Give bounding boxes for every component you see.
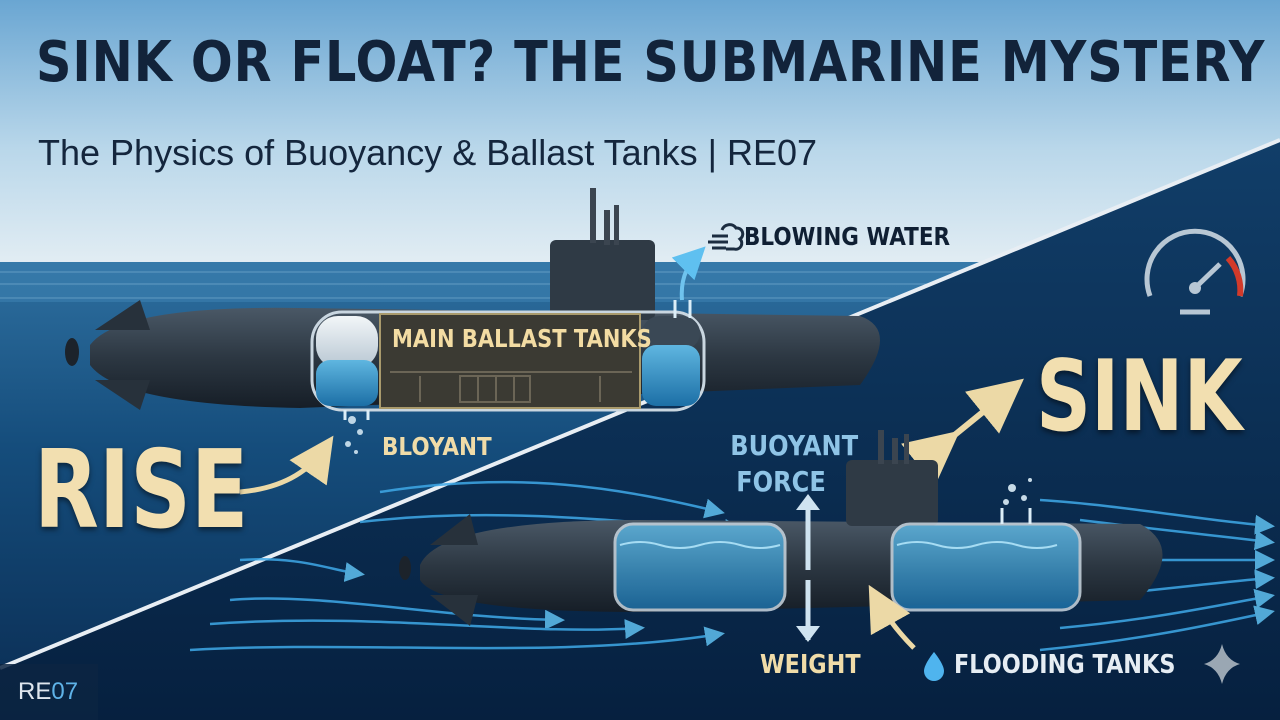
water-drop-icon: [924, 652, 944, 681]
sink-label: SINK: [1036, 340, 1243, 454]
episode-badge: RE07: [18, 678, 78, 706]
speedometer-icon: [1144, 228, 1246, 315]
blowing-water-label: BLOWING WATER: [744, 222, 951, 251]
weight-label: WEIGHT: [760, 650, 861, 680]
buoyant-force-label: BUOYANT FORCE: [730, 428, 859, 500]
bloyant-label: BLOYANT: [382, 432, 492, 461]
surfacing-submarine: [65, 188, 880, 454]
episode-prefix: RE: [18, 678, 52, 705]
buoyant-force-line1: BUOYANT: [730, 429, 859, 462]
sparkle-icon: [1204, 644, 1240, 684]
diving-submarine: [399, 430, 1163, 626]
subtitle: The Physics of Buoyancy & Ballast Tanks …: [38, 132, 818, 173]
episode-number: 07: [51, 678, 79, 705]
air-puff-icon: [708, 223, 745, 251]
flooding-tanks-label: FLOODING TANKS: [954, 650, 1176, 680]
rise-label: RISE: [34, 428, 249, 553]
main-ballast-tanks-label: MAIN BALLAST TANKS: [392, 324, 652, 353]
buoyant-force-line2: FORCE: [736, 465, 826, 498]
page-title: SINK OR FLOAT? THE SUBMARINE MYSTERY: [36, 30, 1266, 95]
